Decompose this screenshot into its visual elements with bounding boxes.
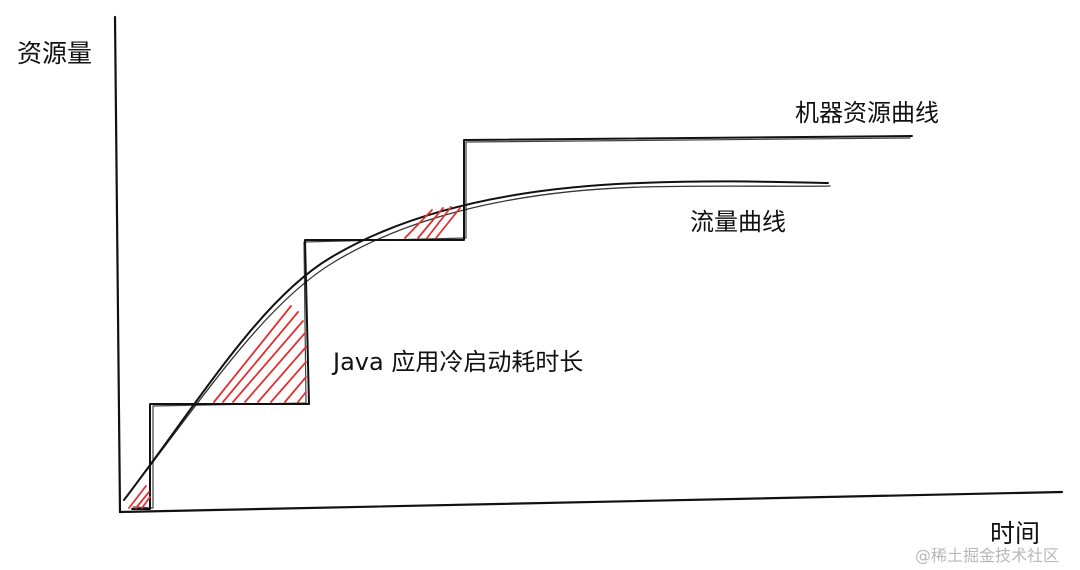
y-axis-line	[113, 15, 122, 514]
cold-start-hatch-upper	[404, 206, 461, 239]
x-axis-line	[118, 490, 1064, 514]
cold-start-hatch-middle	[213, 305, 307, 403]
machine-resource-curve-label: 机器资源曲线	[795, 99, 939, 127]
cold-start-hatch-small	[128, 485, 151, 509]
traffic-curve-label: 流量曲线	[690, 208, 786, 236]
watermark-text: @稀土掘金技术社区	[915, 546, 1060, 565]
cold-start-label: Java 应用冷启动耗时长	[333, 348, 584, 376]
x-axis-label: 时间	[990, 519, 1041, 548]
machine-resource-step-line-shadow	[132, 137, 911, 509]
machine-resource-step-line	[131, 135, 913, 510]
traffic-curve-line-shadow	[126, 185, 831, 497]
y-axis-label: 资源量	[17, 39, 93, 68]
